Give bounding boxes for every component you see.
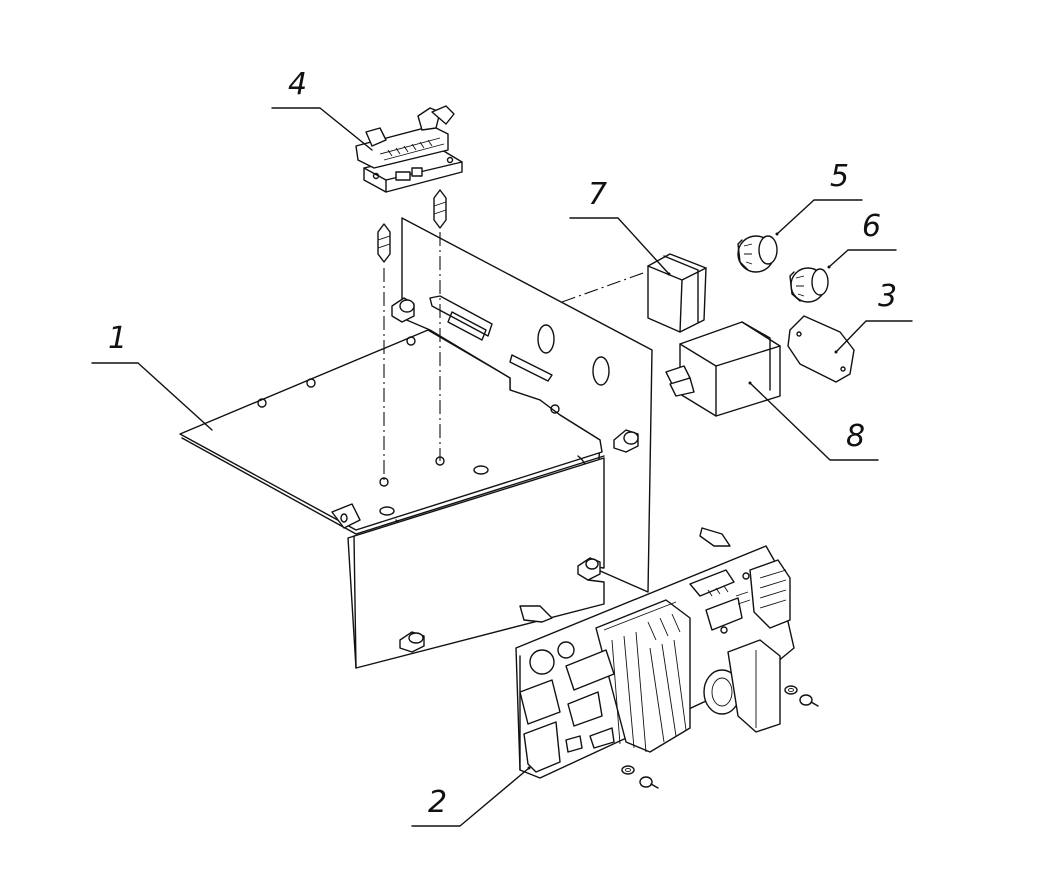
callout-1: 1 <box>108 321 127 356</box>
callout-labels: 1 2 3 4 5 6 7 8 <box>108 67 897 820</box>
leader-6 <box>828 249 897 268</box>
part-7-block <box>647 253 707 333</box>
callout-2: 2 <box>428 785 447 820</box>
callout-8: 8 <box>846 419 865 454</box>
leader-2 <box>411 767 530 827</box>
part-2-pcb <box>515 545 795 779</box>
leader-5 <box>776 199 863 235</box>
part-5-round-connector <box>737 232 779 273</box>
hex-spacers <box>377 189 447 263</box>
part-3-cover-plate <box>787 315 855 383</box>
leader-lines <box>91 107 913 827</box>
part-6-round-connector <box>789 265 831 303</box>
part-8-filter-module <box>665 321 781 417</box>
leader-1 <box>91 362 213 431</box>
leader-7 <box>569 217 670 275</box>
screws-and-washers <box>621 685 819 789</box>
callout-3: 3 <box>878 279 897 314</box>
callout-7: 7 <box>588 177 607 212</box>
assembly-centerlines <box>383 232 647 482</box>
part-1-chassis-bracket <box>179 217 653 669</box>
callout-5: 5 <box>830 159 849 194</box>
callout-4: 4 <box>288 67 307 102</box>
pcb-hex-spacers <box>519 527 731 623</box>
leader-4 <box>271 107 373 151</box>
callout-6: 6 <box>862 209 881 244</box>
part-4-header-board <box>355 105 463 193</box>
leader-3 <box>835 320 913 353</box>
leader-8 <box>749 382 879 461</box>
